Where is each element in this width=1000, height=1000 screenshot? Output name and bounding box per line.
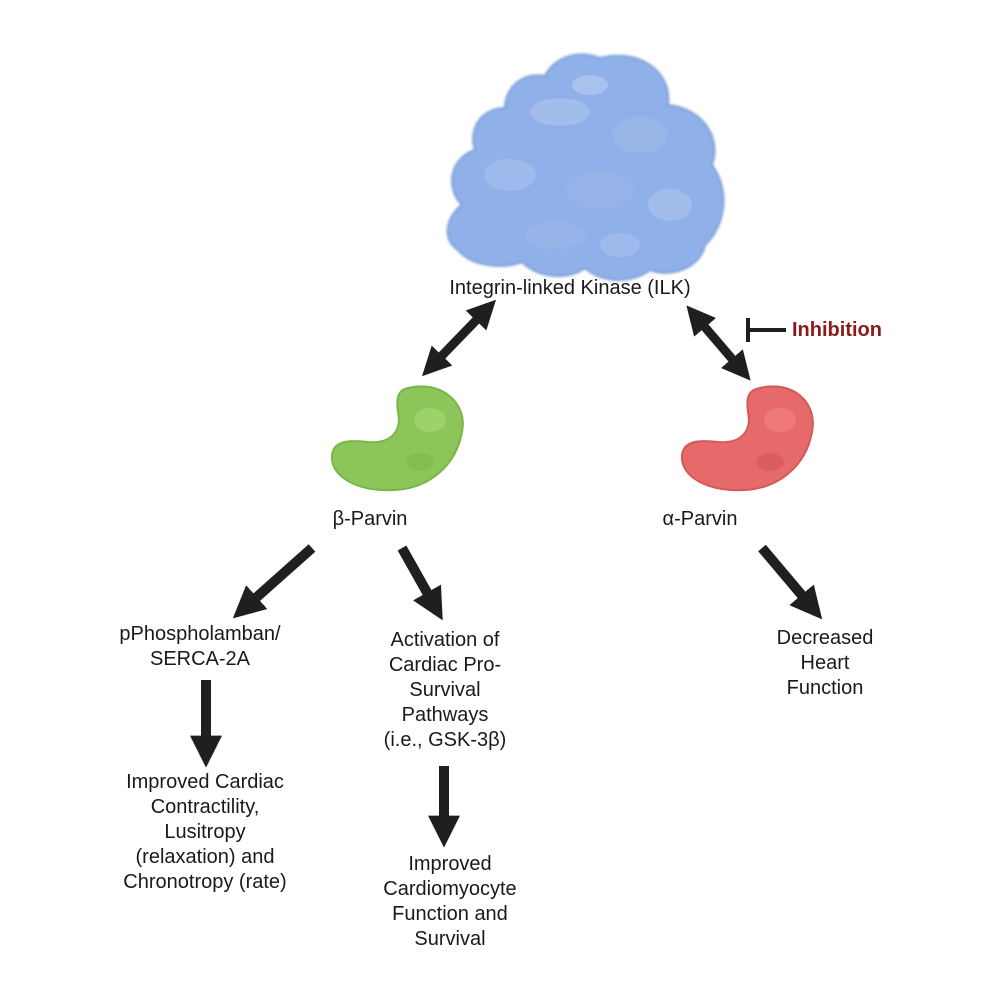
decreased-heart-label: Decreased Heart Function	[776, 627, 874, 699]
cardiomyocyte-label: Improved Cardiomyocyte Function and Surv…	[383, 853, 517, 950]
alpha-parvin-protein-icon	[680, 385, 814, 492]
beta-parvin-label: β-Parvin	[332, 508, 408, 530]
pro-survival-label: Activation of Cardiac Pro- Survival Path…	[383, 629, 507, 751]
beta-parvin-to-pro-survival-arrow	[397, 545, 443, 621]
ilk-alpha-parvin-bidirectional-arrow	[686, 305, 751, 381]
inhibition-label: Inhibition	[792, 319, 882, 341]
contractility-label: Improved Cardiac Contractility, Lusitrop…	[123, 771, 287, 893]
alpha-parvin-to-decreased-heart-arrow	[758, 544, 823, 620]
ilk-label: Integrin-linked Kinase (ILK)	[449, 277, 691, 299]
beta-parvin-protein-icon	[330, 385, 464, 492]
phospholamban-label: pPhospholamban/ SERCA-2A	[119, 623, 281, 670]
beta-parvin-to-phospholamban-arrow	[232, 544, 316, 619]
ilk-beta-parvin-bidirectional-arrow	[421, 299, 497, 377]
alpha-parvin-label: α-Parvin	[662, 508, 738, 530]
inhibition-symbol	[746, 318, 786, 342]
ilk-protein-icon	[446, 53, 725, 281]
